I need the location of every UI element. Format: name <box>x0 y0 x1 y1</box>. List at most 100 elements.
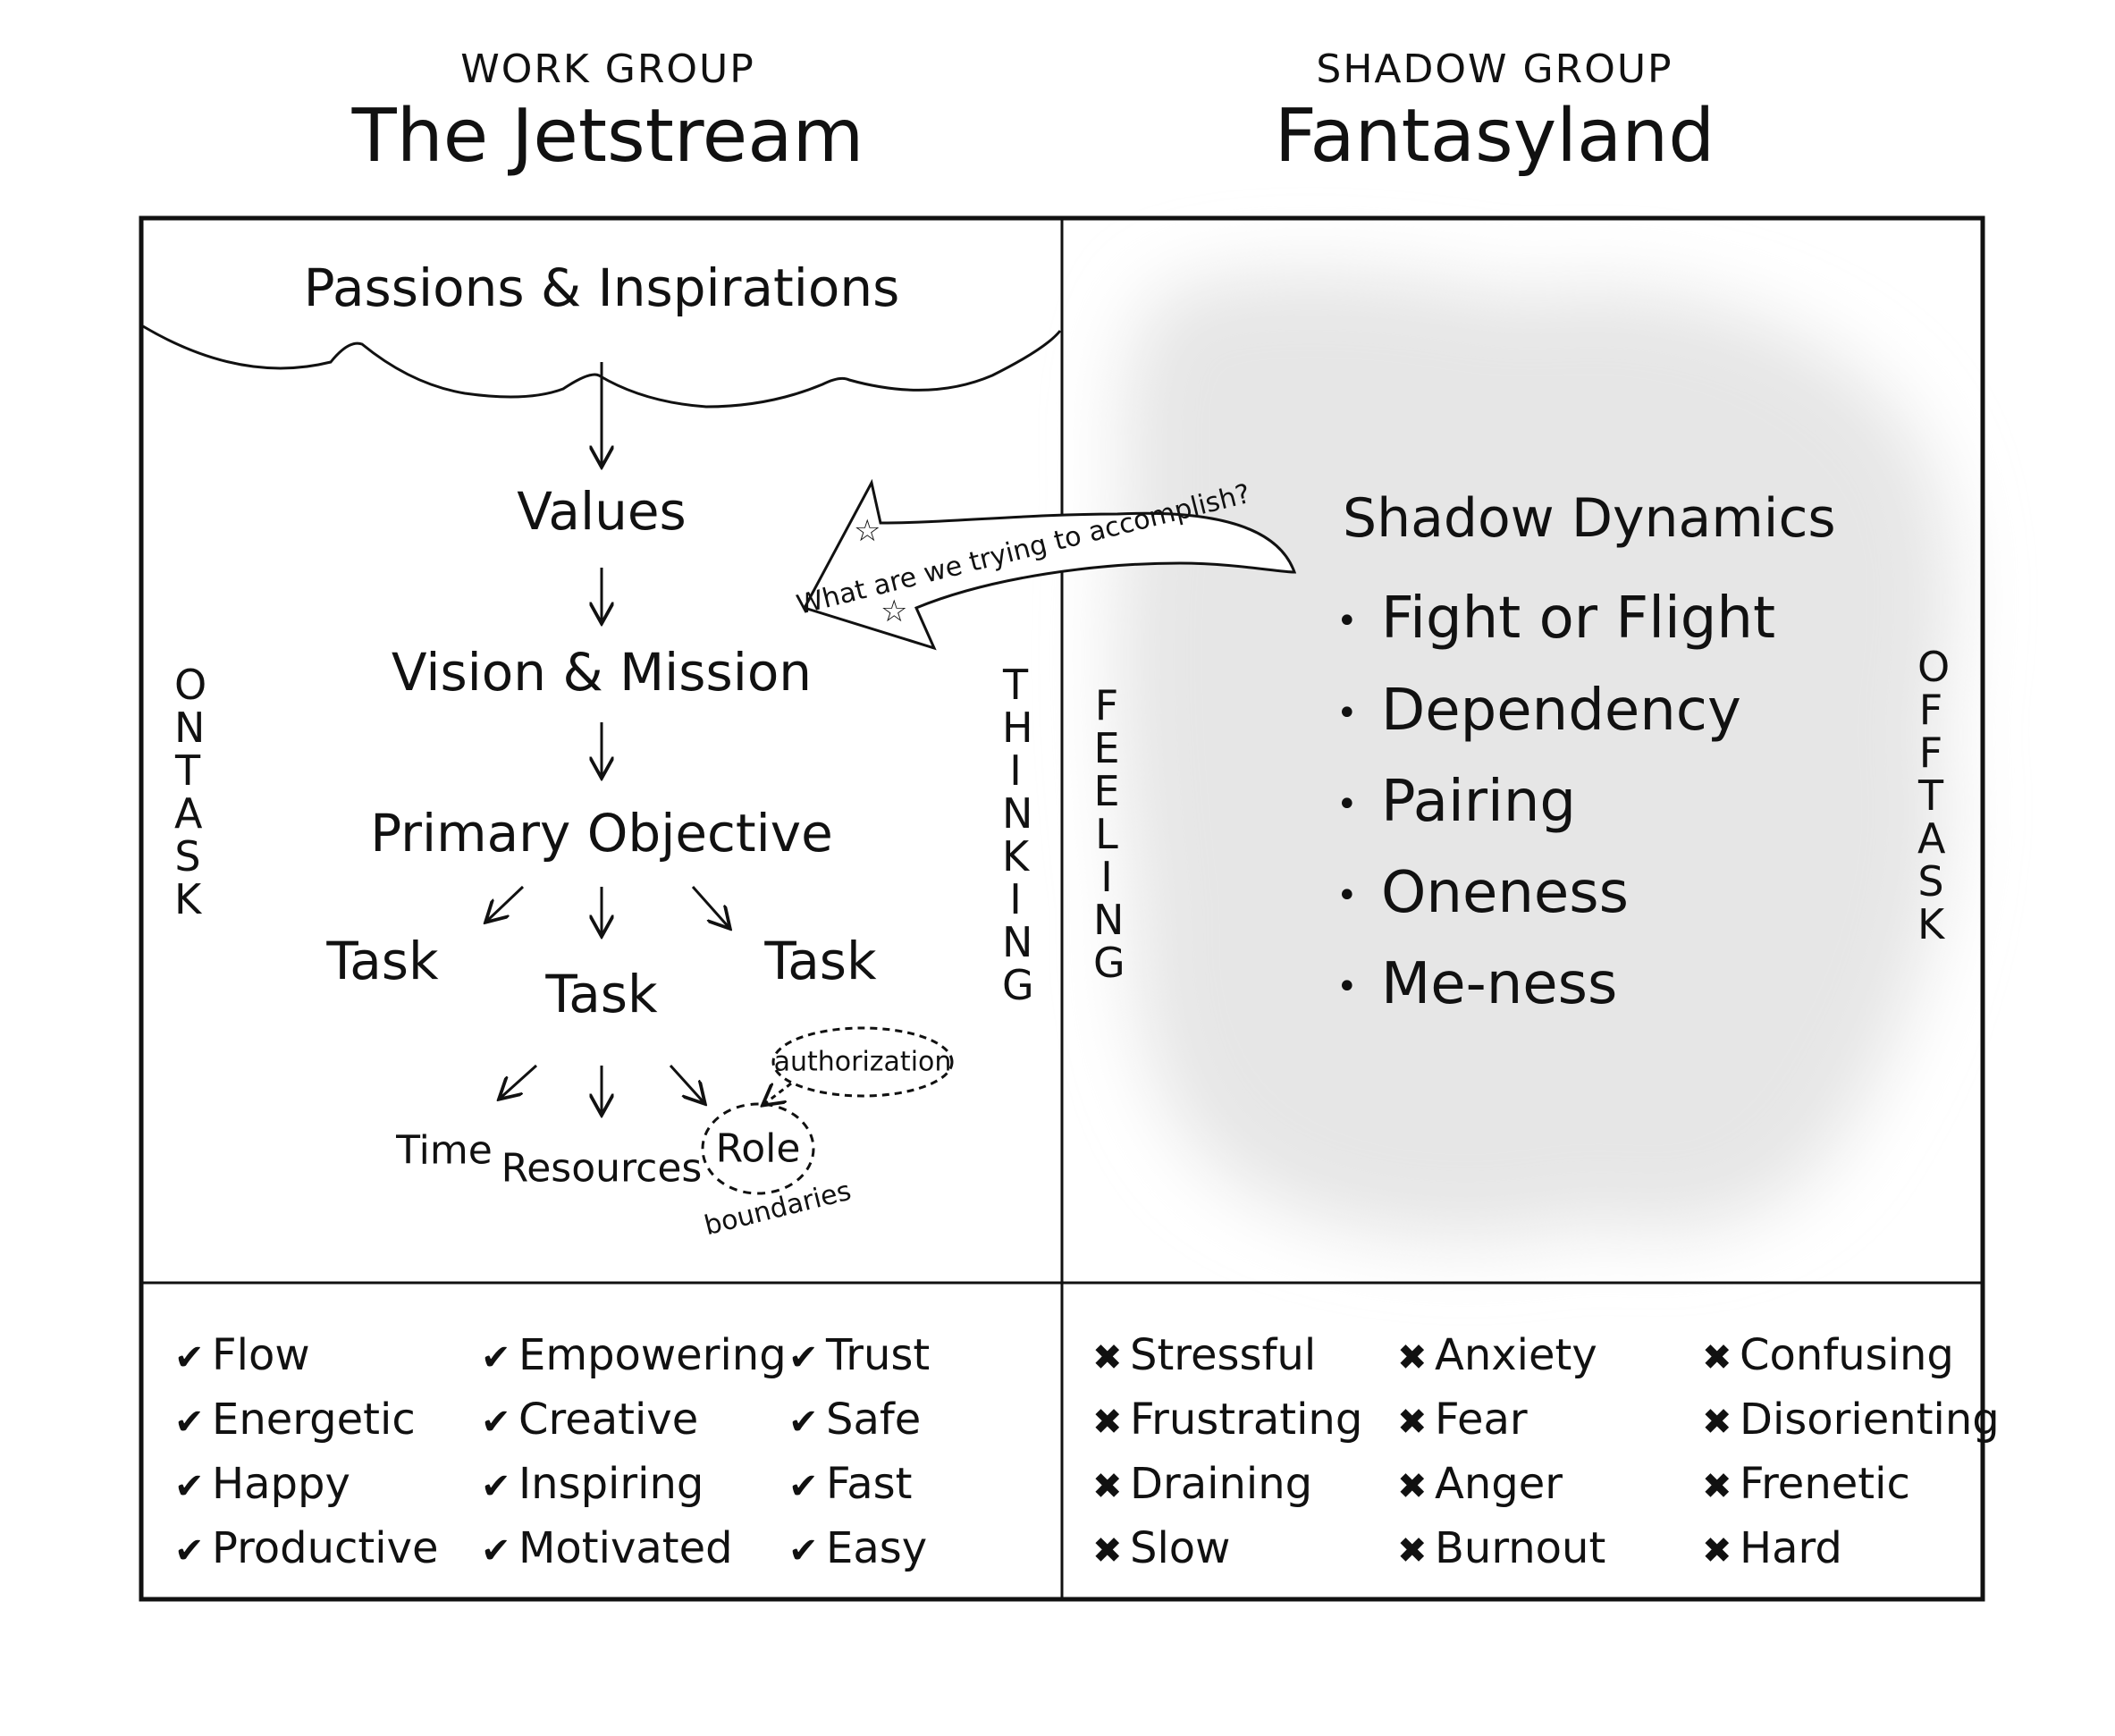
thinking-text: THINKING <box>1002 661 1034 1009</box>
negative-quality-text: Draining <box>1130 1459 1313 1509</box>
values-node: Values <box>517 481 687 542</box>
negative-quality: ✖Fear <box>1397 1395 1528 1445</box>
negative-quality: ✖Stressful <box>1092 1330 1316 1380</box>
bullet-dot: • <box>1336 601 1358 643</box>
thinking-label: THINKING <box>989 663 1042 1007</box>
cross-icon: ✖ <box>1397 1466 1428 1507</box>
on-task-label: ON TASK <box>161 663 215 921</box>
task-node-right: Task <box>764 931 877 991</box>
role-node: Role <box>715 1125 801 1172</box>
positive-quality: ✔Energetic <box>174 1395 416 1445</box>
check-icon: ✔ <box>174 1402 205 1443</box>
shadow-group-title: Fantasyland <box>1274 94 1715 179</box>
svg-text:☆: ☆ <box>881 594 907 629</box>
positive-quality-text: Empowering <box>518 1330 787 1380</box>
check-icon: ✔ <box>788 1402 819 1443</box>
shadow-dynamics-title: Shadow Dynamics <box>1343 487 1836 550</box>
negative-quality: ✖Hard <box>1702 1523 1842 1573</box>
check-icon: ✔ <box>174 1466 205 1507</box>
vision-mission-node: Vision & Mission <box>391 642 813 703</box>
cross-icon: ✖ <box>1702 1530 1732 1572</box>
cross-icon: ✖ <box>1397 1530 1428 1572</box>
shadow-item-text: Pairing <box>1381 769 1576 835</box>
positive-quality-text: Happy <box>212 1459 350 1509</box>
negative-quality: ✖Anger <box>1397 1459 1563 1509</box>
bullet-dot: • <box>1336 966 1358 1008</box>
positive-quality-text: Energetic <box>212 1395 416 1445</box>
shadow-cloud <box>1116 271 1953 1242</box>
negative-quality-text: Hard <box>1740 1523 1842 1573</box>
check-icon: ✔ <box>481 1337 511 1378</box>
positive-quality-text: Flow <box>212 1330 310 1380</box>
negative-quality: ✖Burnout <box>1397 1523 1605 1573</box>
positive-quality: ✔Empowering <box>481 1330 787 1380</box>
svg-text:☆: ☆ <box>854 513 881 549</box>
shadow-item: • Oneness <box>1336 860 1629 926</box>
resources-node: Resources <box>501 1145 703 1192</box>
question-arrow <box>802 478 1297 651</box>
check-icon: ✔ <box>481 1402 511 1443</box>
cross-icon: ✖ <box>1397 1402 1428 1443</box>
positive-quality: ✔Trust <box>788 1330 930 1380</box>
task-node-left: Task <box>326 931 439 991</box>
work-group-label: WORK GROUP <box>460 46 755 92</box>
negative-quality: ✖Anxiety <box>1397 1330 1597 1380</box>
negative-quality: ✖Slow <box>1092 1523 1230 1573</box>
positive-quality-text: Productive <box>212 1523 439 1573</box>
cross-icon: ✖ <box>1397 1337 1428 1378</box>
negative-quality-text: Burnout <box>1435 1523 1606 1573</box>
cross-icon: ✖ <box>1702 1337 1732 1378</box>
check-icon: ✔ <box>481 1466 511 1507</box>
negative-quality-text: Stressful <box>1130 1330 1317 1380</box>
negative-quality-text: Frenetic <box>1740 1459 1910 1509</box>
cross-icon: ✖ <box>1702 1466 1732 1507</box>
task-node-center: Task <box>545 964 658 1024</box>
negative-quality-text: Frustrating <box>1130 1395 1363 1445</box>
negative-quality: ✖Frenetic <box>1702 1459 1910 1509</box>
negative-quality: ✖Frustrating <box>1092 1395 1362 1445</box>
check-icon: ✔ <box>174 1530 205 1572</box>
cross-icon: ✖ <box>1092 1337 1123 1378</box>
authorization-bubble <box>771 1026 954 1098</box>
shadow-item-text: Dependency <box>1381 678 1741 744</box>
negative-quality: ✖Draining <box>1092 1459 1312 1509</box>
cross-icon: ✖ <box>1092 1466 1123 1507</box>
passions-inspirations-label: Passions & Inspirations <box>303 257 900 318</box>
shadow-group-label: SHADOW GROUP <box>1316 46 1673 92</box>
bullet-dot: • <box>1336 875 1358 917</box>
shadow-item: • Dependency <box>1336 678 1741 744</box>
positive-quality: ✔Happy <box>174 1459 350 1509</box>
negative-quality: ✖Confusing <box>1702 1330 1954 1380</box>
authorization-label: authorization <box>773 1046 952 1078</box>
negative-quality-text: Disorienting <box>1740 1395 2000 1445</box>
shadow-item-text: Me-ness <box>1381 951 1618 1017</box>
shadow-item: • Pairing <box>1336 769 1576 835</box>
time-node: Time <box>396 1127 493 1174</box>
shadow-item: • Me-ness <box>1336 951 1617 1017</box>
off-task-label: OFF TASK <box>1904 645 1958 946</box>
positive-quality: ✔Safe <box>788 1395 921 1445</box>
positive-quality-text: Trust <box>826 1330 931 1380</box>
check-icon: ✔ <box>788 1337 819 1378</box>
primary-objective-node: Primary Objective <box>370 803 833 864</box>
positive-quality: ✔Creative <box>481 1395 698 1445</box>
negative-quality-text: Confusing <box>1740 1330 1954 1380</box>
role-circle <box>701 1102 815 1195</box>
positive-quality-text: Safe <box>826 1395 922 1445</box>
shadow-item-text: Oneness <box>1381 860 1629 926</box>
on-task-text: ON TASK <box>174 661 219 923</box>
negative-quality-text: Slow <box>1130 1523 1231 1573</box>
feeling-text: FEELING <box>1093 681 1125 987</box>
check-icon: ✔ <box>174 1337 205 1378</box>
positive-quality: ✔Inspiring <box>481 1459 704 1509</box>
bullet-dot: • <box>1336 693 1358 735</box>
negative-quality-text: Anxiety <box>1435 1330 1597 1380</box>
work-group-title: The Jetstream <box>351 94 864 179</box>
check-icon: ✔ <box>788 1466 819 1507</box>
check-icon: ✔ <box>788 1530 819 1572</box>
bullet-dot: • <box>1336 784 1358 826</box>
positive-quality: ✔Easy <box>788 1523 927 1573</box>
check-icon: ✔ <box>481 1530 511 1572</box>
cross-icon: ✖ <box>1702 1402 1732 1443</box>
